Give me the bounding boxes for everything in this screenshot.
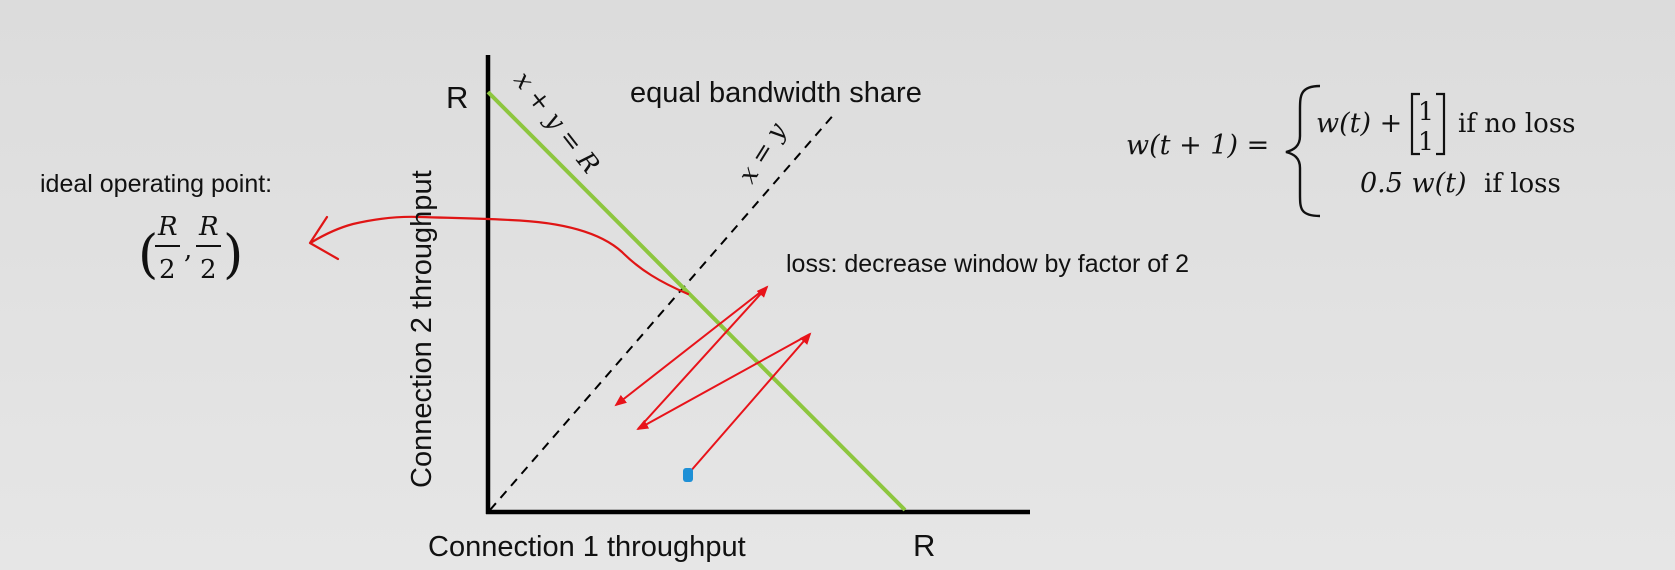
equal-share-label: equal bandwidth share <box>630 77 922 109</box>
case1-expression: w(t) + <box>1316 108 1402 139</box>
equation-brace <box>1285 84 1321 218</box>
aimd-equation: w(t + 1) = w(t) + 1 1 if no loss 0.5 w(t… <box>1126 84 1576 218</box>
ideal-comma: , <box>184 235 192 265</box>
y-axis-label: Connection 2 throughput <box>406 170 438 488</box>
start-point <box>683 468 693 482</box>
ideal-title: ideal operating point: <box>40 170 272 198</box>
vector-right-bracket <box>1436 92 1446 156</box>
vector-left-bracket <box>1410 92 1420 156</box>
ideal-num-1: R <box>157 212 178 242</box>
ideal-close-paren: ) <box>223 225 243 285</box>
ideal-den-1: 2 <box>159 255 176 285</box>
loss-label: loss: decrease window by factor of 2 <box>786 250 1189 278</box>
x-max-label: R <box>913 528 935 563</box>
trajectory-segment-4 <box>614 286 768 407</box>
y-max-label: R <box>446 80 468 115</box>
trajectory-segment-2 <box>636 333 811 430</box>
equation-lhs: w(t + 1) = <box>1126 130 1269 161</box>
vector-top: 1 <box>1418 97 1434 126</box>
ideal-point-pointer <box>310 215 690 296</box>
diag-line-label: x = y <box>732 117 792 188</box>
ideal-den-2: 2 <box>200 255 217 285</box>
x-axis-label: Connection 1 throughput <box>428 531 746 563</box>
ideal-num-2: R <box>198 212 219 242</box>
ideal-point-formula: ( R 2 , R 2 ) <box>138 212 243 285</box>
case2-condition: if loss <box>1484 169 1561 199</box>
vector-bottom: 1 <box>1418 127 1434 156</box>
case1-condition: if no loss <box>1458 109 1576 139</box>
ideal-open-paren: ( <box>138 225 158 285</box>
trajectory-segment-1 <box>688 332 812 474</box>
sum-line <box>486 90 907 512</box>
equal-share-line <box>489 111 837 511</box>
trajectory-segment-3 <box>637 285 769 430</box>
case2-expression: 0.5 w(t) <box>1360 168 1467 199</box>
ideal-point-pointer-head <box>308 215 340 261</box>
